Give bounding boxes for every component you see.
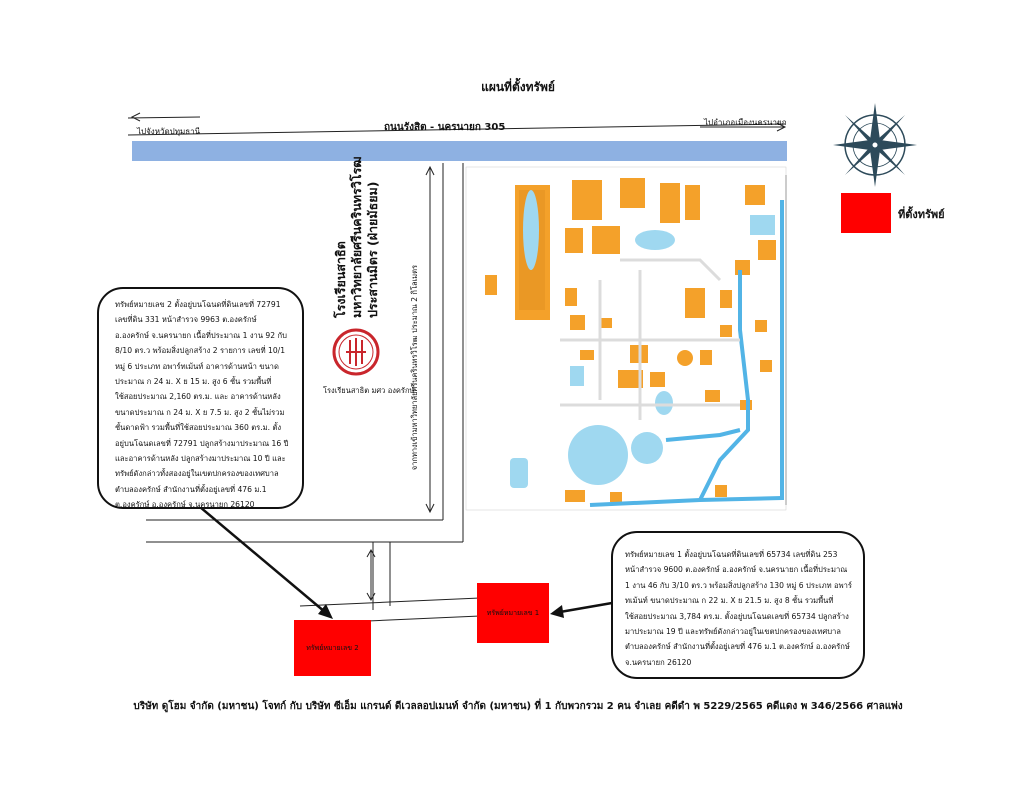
map-title: แผนที่ตั้งทรัพย์ [481, 80, 555, 94]
plot-1-label: ทรัพย์หมายเลข 1 [486, 608, 540, 617]
side-distance-label: จากทางเข้ามหาวิทยาลัยศรีนครินทรวิโรฒ ประ… [410, 265, 419, 471]
direction-right-label: ไปอำเภอเมืองนครนายก [704, 118, 787, 127]
plot-1-marker: ทรัพย์หมายเลข 1 [477, 583, 549, 643]
distance-arrow [366, 165, 435, 602]
plot-2-label: ทรัพย์หมายเลข 2 [306, 643, 359, 652]
case-footer: บริษัท ดูโฮม จำกัด (มหาชน) โจทก์ กับ บริ… [133, 701, 903, 712]
school-name-line-2: มหาวิทยาลัยศรีนครินทรวิโรฒ [349, 156, 364, 318]
school-caption: โรงเรียนสาธิต มศว องครักษ์ [323, 386, 415, 395]
school-name-line-1: โรงเรียนสาธิต [333, 241, 348, 318]
pointer-arrows [199, 506, 613, 619]
main-road [132, 141, 787, 161]
info-plot-1-text: ทรัพย์หมายเลข 1 ตั้งอยู่บนโฉนดที่ดินเลขท… [625, 550, 852, 667]
road-direction-arrows [127, 112, 787, 136]
info-box-plot-1: ทรัพย์หมายเลข 1 ตั้งอยู่บนโฉนดที่ดินเลขท… [611, 531, 865, 679]
direction-left-label: ไปจังหวัดปทุมธานี [137, 127, 201, 136]
info-plot-2-text: ทรัพย์หมายเลข 2 ตั้งอยู่บนโฉนดที่ดินเลขท… [115, 300, 289, 510]
school-seal-logo [332, 328, 380, 376]
campus-map [465, 166, 787, 511]
school-name: โรงเรียนสาธิต มหาวิทยาลัยศรีนครินทรวิโรฒ… [333, 156, 381, 318]
road-name: ถนนรังสิต - นครนายก 305 [384, 122, 506, 133]
school-name-line-3: ประสานมิตร (ฝ่ายมัธยม) [365, 181, 380, 318]
compass-rose-icon [833, 103, 917, 187]
info-box-plot-2: ทรัพย์หมายเลข 2 ตั้งอยู่บนโฉนดที่ดินเลขท… [97, 287, 304, 509]
legend-swatch [841, 193, 891, 233]
plot-2-marker: ทรัพย์หมายเลข 2 [294, 620, 371, 676]
legend-label: ที่ตั้งทรัพย์ [898, 208, 945, 221]
